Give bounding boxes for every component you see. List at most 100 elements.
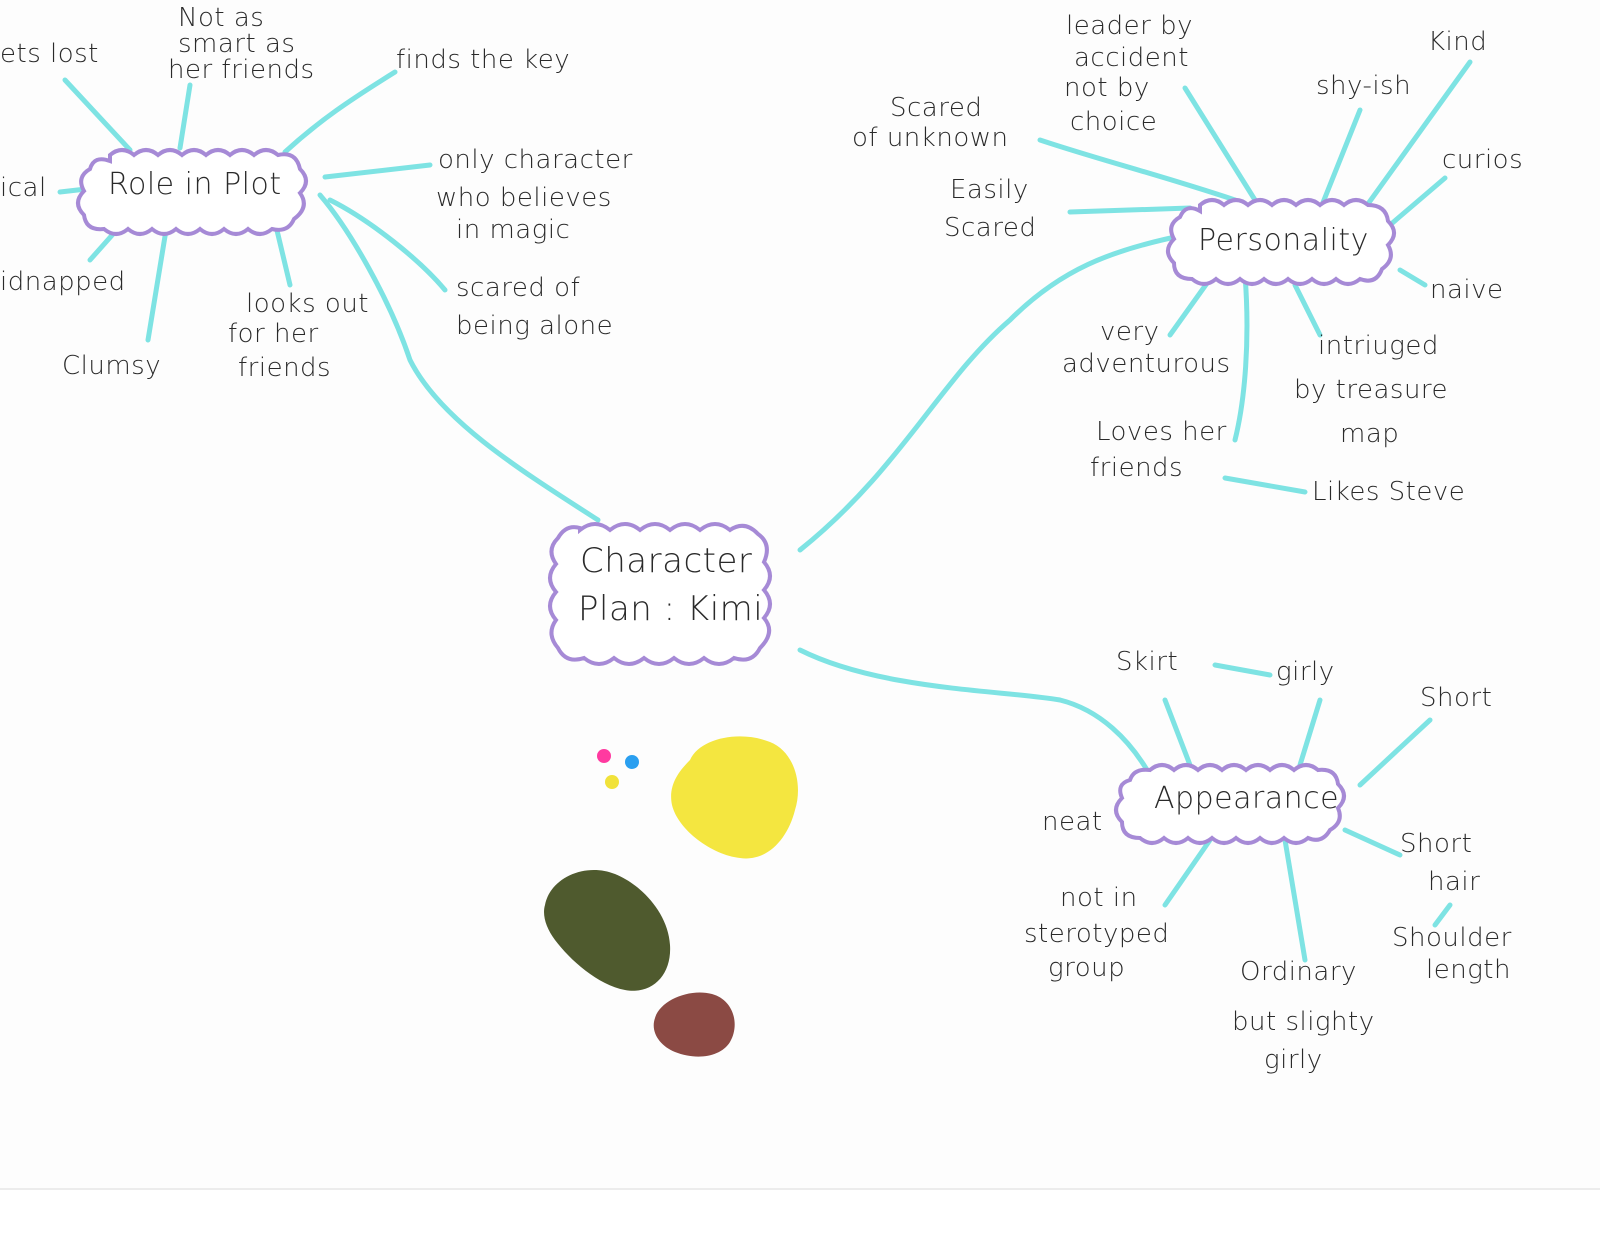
connector-pers-shy [1317, 107, 1363, 213]
app-ordinary-1: Ordinary [1240, 957, 1357, 987]
connector-role-gets-lost [62, 77, 133, 153]
role-believes-2: who believes [436, 183, 612, 213]
role-finds-key: finds the key [396, 45, 570, 75]
center-bubble [548, 522, 772, 666]
swatch-dot-pink [597, 749, 611, 763]
pers-adventurous-1: very [1100, 317, 1159, 347]
swatch-dot-blue [625, 755, 639, 769]
connector-pers-loves [1232, 272, 1250, 443]
app-neat: neat [1042, 807, 1103, 837]
app-ordinary-2: but slighty [1232, 1007, 1375, 1037]
role-scared-alone-1: scared of [456, 273, 581, 303]
connector-role-looks-out [272, 219, 293, 288]
pers-adventurous-2: adventurous [1062, 349, 1231, 379]
pers-kind: Kind [1428, 27, 1487, 57]
connector-center-appearance [797, 647, 1153, 778]
center-title-line1: Character [580, 541, 752, 581]
role-believes-3: in magic [456, 215, 570, 245]
app-not-stereotyped-3: group [1048, 953, 1125, 983]
connector-pers-scared-unknown [1037, 137, 1238, 203]
colour-swatches [544, 736, 798, 1057]
appearance-bubble [1114, 763, 1346, 845]
swatch-yellow [671, 736, 798, 859]
pers-easily-2: Scared [944, 213, 1036, 243]
pers-loves-2: friends [1090, 453, 1183, 483]
connector-role-not-smart [177, 82, 193, 151]
pers-leader-4: choice [1070, 107, 1157, 137]
swatch-brown [653, 992, 735, 1057]
pers-loves-1: Loves her [1096, 417, 1227, 447]
role-not-smart-2: smart as [178, 29, 295, 59]
pers-likes-steve: Likes Steve [1312, 477, 1465, 507]
connector-center-role [317, 192, 601, 523]
pers-scared-unknown-2: of unknown [852, 123, 1008, 153]
role-clumsy: Clumsy [62, 351, 161, 381]
connector-pers-naive [1397, 267, 1428, 288]
connector-pers-curious [1387, 175, 1448, 228]
app-short-hair-1: Short [1400, 829, 1472, 859]
role-not-smart-3: her friends [168, 55, 315, 85]
connector-role-scared-alone [327, 197, 448, 293]
role-scared-alone-2: being alone [456, 311, 613, 341]
pers-leader-1: leader by [1066, 11, 1193, 41]
pers-intrigued-1: intriuged [1318, 331, 1439, 361]
pers-scared-unknown-1: Scared [890, 93, 982, 123]
connector-role-believes [322, 162, 433, 180]
pers-leader-3: not by [1064, 73, 1150, 103]
pers-curious: curios [1442, 145, 1523, 175]
connector-app-girly [1297, 697, 1323, 768]
pers-naive: naive [1430, 275, 1504, 305]
connector-app-ordinary [1282, 837, 1308, 963]
connector-role-clumsy [145, 215, 171, 343]
app-shoulder-1: Shoulder [1392, 923, 1512, 953]
connector-pers-kind [1357, 59, 1473, 218]
app-short: Short [1420, 683, 1492, 713]
center-title-line2: Plan : Kimi [578, 589, 763, 629]
connector-app-skirt [1162, 697, 1193, 768]
swatch-dot-yellow [605, 775, 619, 789]
app-not-stereotyped-1: not in [1060, 883, 1138, 913]
connector-pers-easily [1067, 205, 1193, 215]
connector-app-shoulder [1432, 902, 1453, 928]
app-not-stereotyped-2: sterotyped [1024, 919, 1169, 949]
connector-lines [57, 59, 1473, 963]
connector-app-skirt-girly [1212, 662, 1273, 678]
role-in-plot-bubble [76, 148, 308, 236]
role-looks-out-3: friends [238, 353, 331, 383]
role-gets-lost: ets lost [0, 39, 99, 69]
role-kidnapped: idnapped [0, 267, 126, 297]
role-looks-out-2: for her [228, 319, 319, 349]
connector-app-short-hair [1342, 827, 1403, 858]
role-magical: ical [0, 173, 47, 203]
connector-app-short [1357, 717, 1433, 788]
connector-app-not-stereotyped [1162, 837, 1213, 908]
connector-center-personality [797, 232, 1188, 553]
appearance-label: Appearance [1154, 781, 1339, 816]
app-ordinary-3: girly [1264, 1045, 1323, 1075]
role-believes-1: only character [438, 145, 633, 175]
pers-intrigued-2: by treasure [1294, 375, 1448, 405]
swatch-olive [544, 869, 671, 991]
pers-easily-1: Easily [950, 175, 1029, 205]
app-short-hair-2: hair [1428, 867, 1480, 897]
connector-pers-likes-steve [1222, 475, 1308, 495]
connector-pers-intrigued [1292, 282, 1323, 338]
connector-pers-leader [1182, 85, 1258, 203]
app-girly: girly [1276, 657, 1335, 687]
paper-edge [0, 1188, 1600, 1238]
personality-bubble [1166, 198, 1396, 286]
pers-intrigued-3: map [1340, 419, 1399, 449]
bubbles [76, 148, 1396, 845]
pers-leader-2: accident [1074, 43, 1189, 73]
role-not-smart-1: Not as [178, 3, 264, 33]
mind-map-text: Character Plan : Kimi Role in Plot ets l… [0, 3, 1523, 1075]
personality-label: Personality [1198, 223, 1369, 258]
pers-shy: shy-ish [1316, 71, 1411, 101]
connector-role-finds-key [282, 69, 398, 155]
app-shoulder-2: length [1426, 955, 1511, 985]
role-looks-out-1: looks out [246, 289, 369, 319]
role-in-plot-label: Role in Plot [108, 167, 282, 202]
app-skirt: Skirt [1116, 647, 1178, 677]
